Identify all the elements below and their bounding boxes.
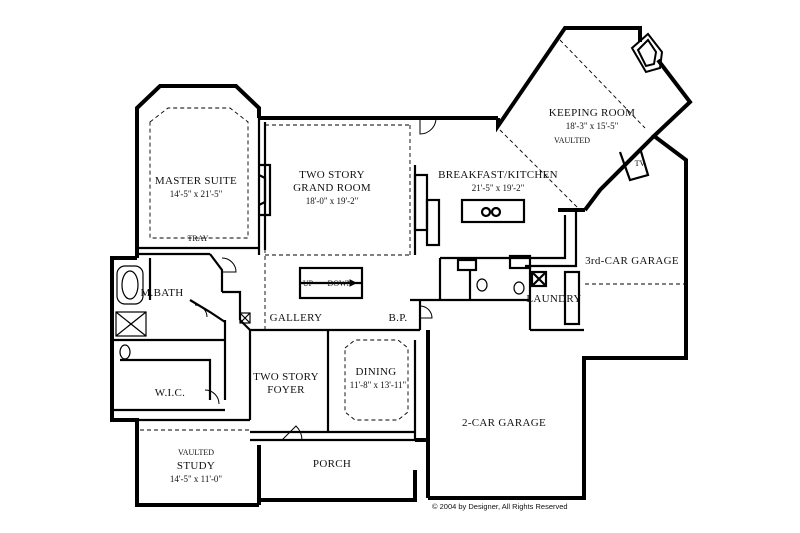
study-note: VAULTED	[178, 448, 214, 457]
stair-arrow	[312, 279, 358, 287]
keeping-room-label: KEEPING ROOM	[549, 107, 635, 119]
grand-room-line2: GRAND ROOM	[293, 182, 371, 194]
dining-label: DINING	[356, 366, 397, 378]
wic-label: W.I.C.	[155, 387, 185, 399]
laundry-label: LAUNDRY	[526, 293, 581, 305]
copyright-notice: © 2004 by Designer, All Rights Reserved	[432, 502, 568, 511]
door-swings	[194, 117, 437, 441]
breakfast-kitchen-label: BREAKFAST/KITCHEN	[438, 169, 558, 181]
study-dims: 14'-5" x 11'-0"	[170, 474, 223, 484]
exterior-walls	[110, 26, 693, 507]
foyer-line2: FOYER	[267, 384, 305, 396]
grand-room-line1: TWO STORY	[299, 169, 365, 181]
keeping-room-dims: 18'-3" x 15'-5"	[566, 121, 619, 131]
stair-up-label: UP	[303, 279, 314, 288]
master-suite-label: MASTER SUITE	[155, 175, 237, 187]
stair-down-label: DOWN	[328, 279, 353, 288]
two-car-garage-label: 2-CAR GARAGE	[462, 417, 546, 429]
study-label: STUDY	[177, 460, 215, 472]
tray-label: TRAY	[187, 234, 208, 243]
bp-label: B.P.	[389, 312, 408, 324]
master-suite-dims: 14'-5" x 21'-5"	[170, 189, 223, 199]
grand-room-dims: 18'-0" x 19'-2"	[306, 196, 359, 206]
dashed-lines	[140, 39, 686, 431]
porch-label: PORCH	[313, 458, 351, 470]
foyer-line1: TWO STORY	[253, 371, 319, 383]
keeping-room-note: VAULTED	[554, 136, 590, 145]
breakfast-kitchen-dims: 21'-5" x 19'-2"	[472, 183, 525, 193]
tv-label: TV	[635, 159, 646, 168]
gallery-label: GALLERY	[270, 312, 323, 324]
interior-walls	[110, 118, 650, 442]
master-bath-label: M.BATH	[140, 287, 183, 299]
dining-dims: 11'-8" x 13'-11"	[350, 380, 407, 390]
keeping-room-fireplace	[630, 32, 664, 74]
bath-fixtures	[115, 265, 525, 360]
third-garage-label: 3rd-CAR GARAGE	[585, 255, 679, 267]
